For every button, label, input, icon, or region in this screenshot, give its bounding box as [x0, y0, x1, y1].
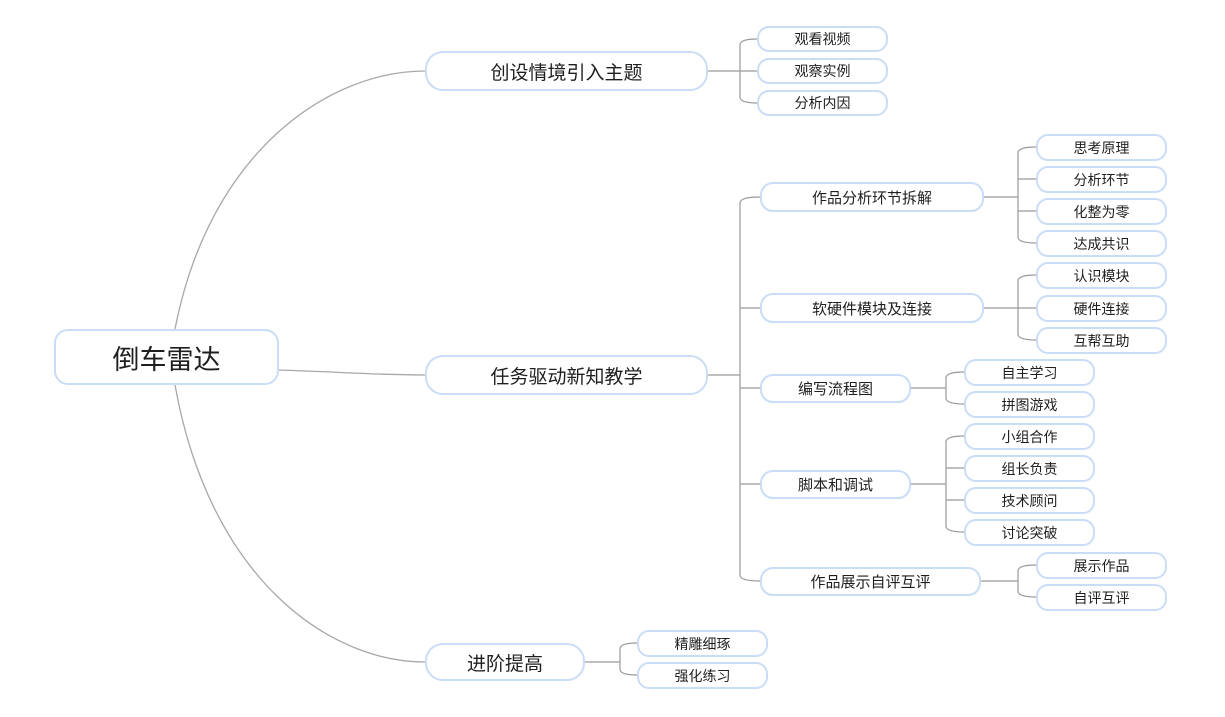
sub-branch-node-hardware-software[interactable]: 软硬件模块及连接	[760, 293, 984, 323]
sub-branch-node-flowchart[interactable]: 编写流程图	[760, 374, 911, 403]
branch-node-task-driven-teaching[interactable]: 任务驱动新知教学	[425, 355, 708, 395]
leaf-node-technical-advisor[interactable]: 技术顾问	[964, 487, 1095, 514]
leaf-node-self-study[interactable]: 自主学习	[964, 359, 1095, 386]
connector-flowchart-trunk	[945, 371, 965, 405]
sub-branch-node-script-debug[interactable]: 脚本和调试	[760, 470, 911, 499]
leaf-node-mutual-help[interactable]: 互帮互助	[1036, 327, 1167, 354]
leaf-node-watch-video[interactable]: 观看视频	[757, 26, 888, 52]
leaf-node-analyze-steps[interactable]: 分析环节	[1036, 166, 1167, 193]
leaf-node-analyze-causes[interactable]: 分析内因	[757, 90, 888, 116]
leaf-node-reinforce-practice[interactable]: 强化练习	[637, 662, 768, 689]
root-node-reversing-radar[interactable]: 倒车雷达	[54, 329, 279, 385]
connector-showcase-trunk	[1017, 564, 1037, 598]
leaf-node-observe-examples[interactable]: 观察实例	[757, 58, 888, 84]
leaf-node-group-cooperation[interactable]: 小组合作	[964, 423, 1095, 450]
leaf-node-show-works[interactable]: 展示作品	[1036, 552, 1167, 579]
sub-branch-node-showcase-review[interactable]: 作品展示自评互评	[760, 567, 981, 596]
connector-root-branch-1	[174, 70, 426, 330]
branch-node-advanced-improvement[interactable]: 进阶提高	[425, 643, 585, 681]
leaf-node-self-peer-review[interactable]: 自评互评	[1036, 584, 1167, 611]
leaf-node-puzzle-game[interactable]: 拼图游戏	[964, 391, 1095, 418]
connector-script-debug-trunk	[945, 435, 965, 533]
connector-branch-2-trunk	[739, 196, 761, 582]
leaf-node-discuss-breakthrough[interactable]: 讨论突破	[964, 519, 1095, 546]
connector-root-branch-2	[278, 369, 426, 376]
leaf-node-refine-details[interactable]: 精雕细琢	[637, 630, 768, 657]
connector-branch-3-trunk	[619, 642, 638, 676]
leaf-node-divide-conquer[interactable]: 化整为零	[1036, 198, 1167, 225]
leaf-node-hardware-connection[interactable]: 硬件连接	[1036, 295, 1167, 322]
connector-work-analysis-trunk	[1017, 146, 1037, 244]
leaf-node-think-principle[interactable]: 思考原理	[1036, 134, 1167, 161]
leaf-node-reach-consensus[interactable]: 达成共识	[1036, 230, 1167, 257]
branch-node-create-scenario[interactable]: 创设情境引入主题	[425, 51, 708, 91]
sub-branch-node-work-analysis[interactable]: 作品分析环节拆解	[760, 182, 984, 212]
leaf-node-leader-responsible[interactable]: 组长负责	[964, 455, 1095, 482]
connector-root-branch-3	[174, 384, 426, 663]
leaf-node-know-modules[interactable]: 认识模块	[1036, 262, 1167, 289]
